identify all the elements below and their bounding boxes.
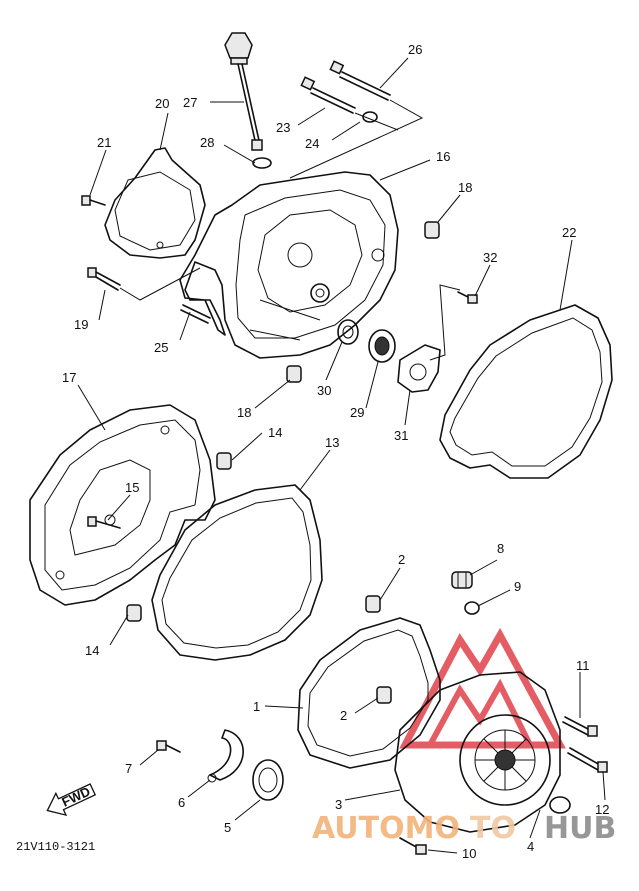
plate-20	[104, 147, 206, 259]
plug-8	[451, 571, 473, 589]
watermark-text-c: HUB	[544, 811, 616, 846]
callout-11: 11	[576, 658, 590, 673]
crankcase-cover-16	[179, 171, 399, 359]
callout-25: 25	[154, 340, 168, 355]
bolt-10	[399, 837, 427, 855]
callout-31: 31	[394, 428, 408, 443]
plate-31	[397, 344, 441, 393]
bolt-12	[567, 747, 608, 773]
callout-23: 23	[276, 120, 290, 135]
callout-18-bottom: 18	[237, 405, 251, 420]
o-ring-28	[252, 157, 272, 169]
dowel-18-bottom	[286, 365, 302, 383]
callout-2-bottom: 2	[340, 708, 347, 723]
diagram-code: 21V110-3121	[16, 840, 95, 854]
callout-9: 9	[514, 579, 521, 594]
callout-22: 22	[562, 225, 576, 240]
callout-5: 5	[224, 820, 231, 835]
dipstick-27	[224, 32, 263, 151]
bolt-7	[156, 740, 181, 753]
callout-24: 24	[305, 136, 319, 151]
dowel-2-top	[365, 595, 381, 613]
bolt-26	[329, 60, 391, 101]
callout-15: 15	[125, 480, 139, 495]
callout-20: 20	[155, 96, 169, 111]
callout-29: 29	[350, 405, 364, 420]
seal-30	[337, 319, 359, 345]
callout-26: 26	[408, 42, 422, 57]
dowel-2-bottom	[376, 686, 392, 704]
watermark-text-a: AUTOMO	[312, 811, 460, 846]
callout-2-top: 2	[398, 552, 405, 567]
callout-7: 7	[125, 761, 132, 776]
callout-28: 28	[200, 135, 214, 150]
dowel-18-top	[424, 221, 440, 239]
callout-8: 8	[497, 541, 504, 556]
washer-24	[362, 111, 378, 123]
watermark-text: AUTOMO TO HUB	[312, 811, 616, 846]
callout-10: 10	[462, 846, 476, 861]
crankcase-17	[29, 404, 216, 606]
bolt-21	[81, 195, 106, 206]
callout-30: 30	[317, 383, 331, 398]
clip-6	[207, 729, 244, 783]
bearing-29	[368, 329, 396, 363]
callout-12: 12	[595, 802, 609, 817]
callout-3: 3	[335, 797, 342, 812]
cover-4	[394, 671, 571, 833]
fwd-arrow: FWD	[46, 783, 97, 817]
leader-lines	[77, 57, 606, 854]
o-ring-9	[464, 601, 480, 615]
dowel-14-bottom	[126, 604, 142, 622]
gasket-13	[151, 484, 323, 661]
callout-17: 17	[62, 370, 76, 385]
callout-14-bottom: 14	[85, 643, 99, 658]
callout-6: 6	[178, 795, 185, 810]
watermark-text-b: TO	[470, 811, 516, 846]
callout-32: 32	[483, 250, 497, 265]
callout-labels: 26 27 20 23 24 28 21 16 18 22 32 19 25 3…	[62, 42, 609, 861]
bolt-25	[180, 304, 211, 324]
watermark-logo	[399, 627, 566, 749]
callout-13: 13	[325, 435, 339, 450]
bolt-32	[429, 284, 478, 361]
callout-14-top: 14	[268, 425, 282, 440]
callout-4: 4	[527, 839, 534, 854]
bolt-11	[562, 716, 598, 737]
bolt-15	[87, 516, 121, 529]
callout-1: 1	[253, 699, 260, 714]
seal-5	[252, 759, 284, 801]
dowel-14-top	[216, 452, 232, 470]
callout-19: 19	[74, 317, 88, 332]
callout-18-top: 18	[458, 180, 472, 195]
bolt-19	[87, 267, 201, 301]
callout-27: 27	[183, 95, 197, 110]
gasket-22	[439, 304, 613, 479]
bolt-23	[300, 76, 356, 114]
fwd-label: FWD	[59, 784, 92, 810]
callout-21: 21	[97, 135, 111, 150]
callout-16: 16	[436, 149, 450, 164]
